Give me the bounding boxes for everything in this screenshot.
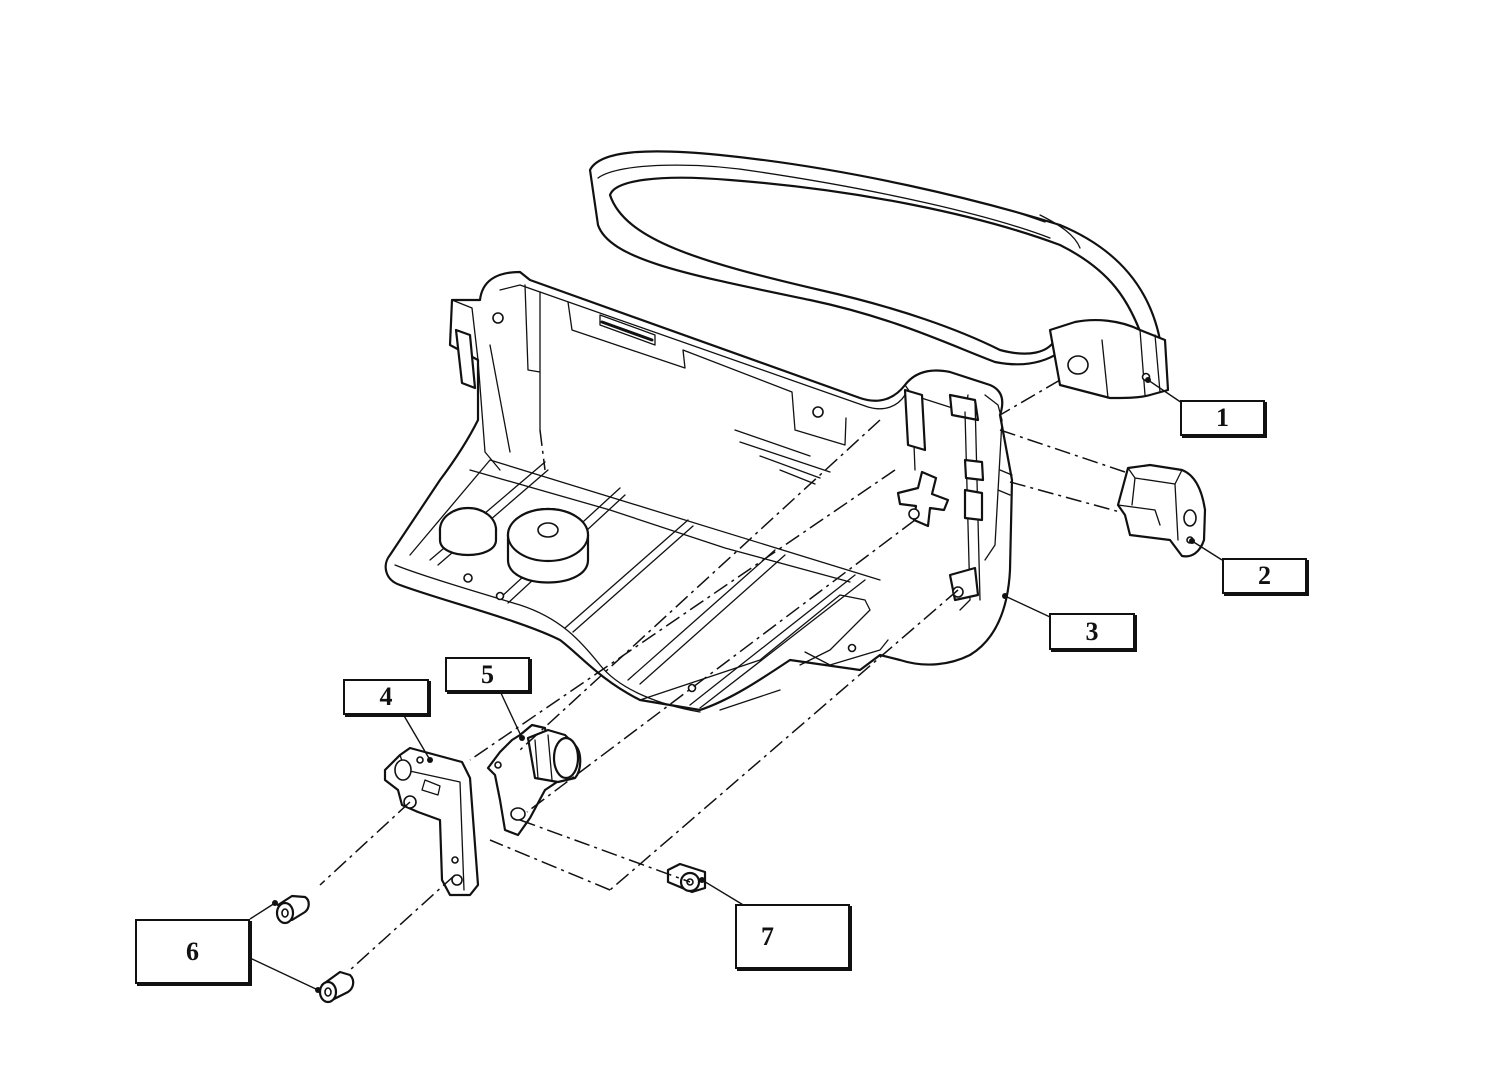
assembly-axes	[319, 379, 1126, 971]
housing-icon	[384, 270, 1014, 713]
strap-icon	[588, 150, 1170, 400]
screw-icon	[666, 862, 707, 894]
callout-7: 7	[735, 904, 850, 969]
callout-6: 6	[135, 919, 250, 984]
strap-clip-icon	[1116, 463, 1207, 558]
callout-1: 1	[1180, 400, 1265, 436]
bracket-icon	[383, 746, 480, 897]
callout-5: 5	[445, 657, 530, 692]
callout-3: 3	[1049, 613, 1135, 650]
leader-lines	[249, 377, 1223, 993]
screw-icon	[275, 894, 310, 925]
switch-icon	[486, 723, 582, 837]
callout-2: 2	[1222, 558, 1307, 594]
callout-4: 4	[343, 679, 429, 715]
screw-icon	[318, 970, 355, 1004]
